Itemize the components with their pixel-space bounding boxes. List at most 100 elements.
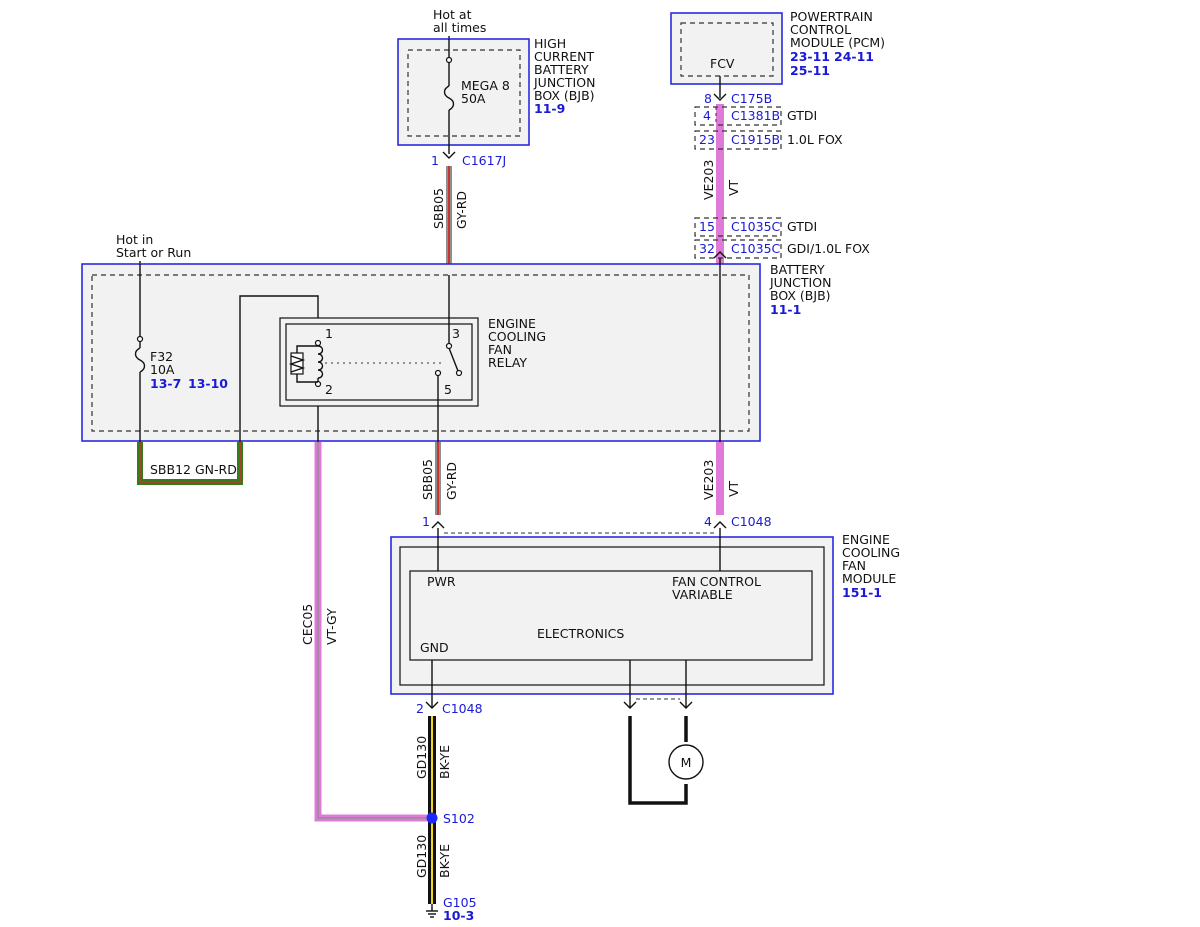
wire-sbb05-bottom-color: GY-RD [444,462,459,500]
pcm-conn-3-name[interactable]: C1915B [731,132,780,147]
pcm-conn-4-note: GTDI [787,219,817,234]
fuse-icon [443,56,455,111]
pcm-conn-2-pin: 4 [703,108,711,123]
pcm-box [670,12,783,85]
relay-title-4: RELAY [488,355,527,370]
fan-gnd-label: GND [420,640,449,655]
pcm-title-3: MODULE (PCM) [790,35,885,50]
pcm-conn-3-note: 1.0L FOX [787,132,843,147]
wire-ve203-top-circuit: VE203 [701,160,716,200]
wire-ve203-bottom-circuit: VE203 [701,460,716,500]
wire-cec05[interactable] [314,442,432,822]
wire-gd130-top-circuit: GD130 [414,736,429,779]
pcm-conn-2-note: GTDI [787,108,817,123]
relay-pin-1: 1 [325,326,333,341]
bjb-title-2: JUNCTION [769,275,831,290]
pcm-conn-3-pin: 23 [699,132,715,147]
splice-dot-icon[interactable] [426,812,438,824]
wire-gd130-top-color: BK-YE [437,745,452,779]
fan-electronics-box [409,570,813,661]
bjb-fuse-ref-link-1[interactable]: 13-7 [150,376,181,391]
hcbjb-inner [407,49,521,137]
connector-chevron-icon [679,701,693,709]
wire-gd130-bottom-circuit: GD130 [414,835,429,878]
relay-title-1: ENGINE [488,316,536,331]
wire-sbb12-color: GN-RD [195,462,237,477]
bjb-title-3: BOX (BJB) [770,288,831,303]
hcbjb-title-5: BOX (BJB) [534,88,595,103]
fan-title-1: ENGINE [842,532,890,547]
splice-label[interactable]: S102 [443,811,475,826]
bjb-ref-link[interactable]: 11-1 [770,302,801,317]
wire-gd130-bottom[interactable] [428,818,436,904]
wire-gd130-bottom-color: BK-YE [437,844,452,878]
pcm-pin-label: FCV [710,56,735,71]
bjb-inner [91,274,750,432]
wire-cec05-circuit: CEC05 [300,604,315,645]
hcbjb-title-3: BATTERY [534,62,589,77]
hcbjb-fuse-rating: 50A [461,91,486,106]
pcm-ref-link-3[interactable]: 25-11 [790,63,830,78]
fuse-icon [134,335,146,373]
pcm-conn-2-name[interactable]: C1381B [731,108,780,123]
fan-pin-pwr: 1 [422,514,430,529]
pcm-title-2: CONTROL [790,22,851,37]
wire-gd130-top[interactable] [428,716,436,818]
wire-sbb05-top[interactable] [446,166,452,264]
bjb-fuse-name: F32 [150,349,173,364]
motor-wire [628,716,688,805]
hcbjb-connector[interactable]: C1617J [462,153,506,168]
connector-chevron-icon [623,701,637,709]
connector-chevron-icon [713,251,727,259]
inline-connector-c1035c-gdi [694,239,782,259]
fan-pin-fcv: 4 [704,514,712,529]
pcm-conn-1-pin: 8 [704,91,712,106]
fan-title-2: COOLING [842,545,900,560]
hcbjb-title-4: JUNCTION [533,75,595,90]
wire-ve203-bottom[interactable] [716,442,724,515]
relay-coil-icon [288,339,324,388]
pcm-conn-1-name[interactable]: C175B [731,91,772,106]
fan-control-label-1: FAN CONTROL [672,574,761,589]
bjb-hot-label-1: Hot in [116,232,153,247]
ground-name[interactable]: G105 [443,895,477,910]
wire-ve203-top[interactable] [716,104,724,265]
connector-chevron-icon [713,521,727,529]
fan-title-4: MODULE [842,571,896,586]
pcm-conn-4-name[interactable]: C1035C [731,219,781,234]
wire-ve203-bottom-color: VT [726,480,741,497]
fan-ref-link[interactable]: 151-1 [842,585,882,600]
fan-pin-gnd: 2 [416,701,424,716]
inline-connector-c1035c-gtdi [694,217,782,237]
hcbjb-hot-label-1: Hot at [433,7,472,22]
wire-sbb05-top-color: GY-RD [454,191,469,229]
pcm-ref-link-2[interactable]: 24-11 [834,49,874,64]
pcm-ref-link-1[interactable]: 23-11 [790,49,830,64]
hcbjb-title-1: HIGH [534,36,566,51]
hcbjb-title-2: CURRENT [534,49,594,64]
connector-chevron-icon [431,521,445,529]
fan-title-3: FAN [842,558,866,573]
fan-pwr-label: PWR [427,574,456,589]
hcbjb-box [397,38,530,146]
wire-sbb12[interactable] [137,442,243,485]
bjb-hot-label-2: Start or Run [116,245,191,260]
fan-connector-gnd[interactable]: C1048 [442,701,483,716]
bjb-fuse-ref-link-2[interactable]: 13-10 [188,376,228,391]
hcbjb-hot-label-2: all times [433,20,486,35]
relay-pin-5: 5 [444,382,452,397]
fan-electronics-label: ELECTRONICS [537,626,624,641]
relay-title-2: COOLING [488,329,546,344]
wire-sbb05-bottom[interactable] [435,442,441,515]
hcbjb-ref-link[interactable]: 11-9 [534,101,565,116]
pcm-conn-5-name[interactable]: C1035C [731,241,781,256]
pcm-title-1: POWERTRAIN [790,9,873,24]
pcm-inner [680,22,774,77]
ground-icon [426,904,438,918]
inline-connector-c1915b [694,130,782,150]
ground-ref-link[interactable]: 10-3 [443,908,474,923]
fan-connector-top[interactable]: C1048 [731,514,772,529]
wire-cec05-color: VT-GY [324,608,339,645]
pcm-conn-5-note: GDI/1.0L FOX [787,241,870,256]
pcm-conn-5-pin: 32 [699,241,715,256]
